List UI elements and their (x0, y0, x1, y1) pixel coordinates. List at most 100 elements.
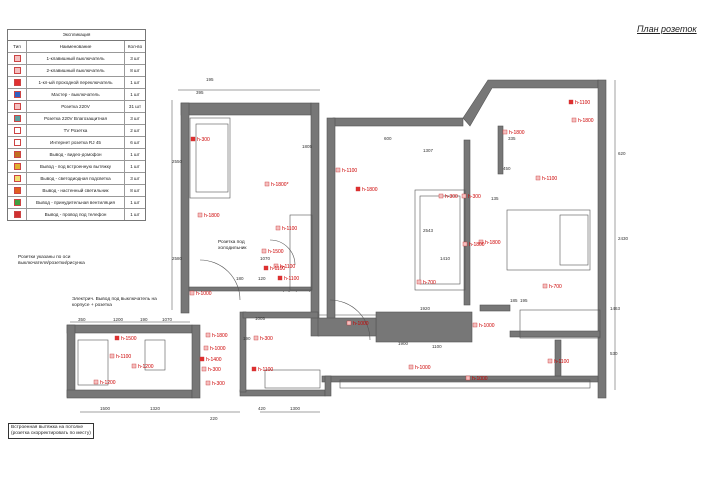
height-label: h-1100 (282, 226, 297, 232)
socket-marker-icon (568, 99, 574, 105)
legend-swatch-icon (13, 187, 21, 194)
dimension-label: 220 (210, 416, 218, 421)
legend-symbol (8, 113, 27, 124)
dimension-label: 2580 (172, 256, 183, 261)
socket-marker-icon (335, 167, 341, 173)
height-label: h-300 (468, 194, 481, 200)
socket-marker-icon (190, 136, 196, 142)
dimension-label: 1500 (100, 406, 111, 411)
legend-name: Мастер - выключатель (27, 89, 125, 100)
height-label: h-1800* (271, 182, 289, 188)
dimension-label: 1005 (255, 316, 266, 321)
height-label: h-1800 (469, 242, 485, 248)
legend-symbol (8, 137, 27, 148)
legend-swatch-icon (13, 115, 21, 122)
dimension-label: 2430 (618, 236, 629, 241)
dimension-label: 530 (610, 351, 618, 356)
dimension-label: 2550 (172, 159, 183, 164)
dimension-label: 185 (510, 298, 518, 303)
socket-marker-icon (189, 290, 195, 296)
socket-marker-icon (438, 193, 444, 199)
dimension-label: 350 (78, 317, 86, 322)
legend-header-row: Тип Наименование Кол-во (8, 41, 145, 53)
socket-marker-icon (273, 263, 279, 269)
legend-qty: 1 шт (130, 152, 140, 157)
height-label: h-1200 (100, 380, 116, 386)
socket-marker-icon (93, 379, 99, 385)
dimension-label: 600 (384, 136, 392, 141)
socket-marker-icon (263, 265, 269, 271)
height-label: h-1100 (542, 176, 557, 182)
height-label: h-300 (208, 367, 221, 373)
walls (66, 79, 607, 399)
dimension-label: 420 (258, 406, 266, 411)
legend-symbol (8, 125, 27, 136)
legend-swatch-icon (13, 55, 21, 62)
dimension-label: 1070 (260, 256, 271, 261)
legend-name: Вывод - настенный светильник (27, 185, 125, 196)
socket-marker-icon (571, 117, 577, 123)
height-label: h-1100 (342, 168, 357, 174)
socket-marker-icon (264, 181, 270, 187)
dimension-label: 1320 (150, 406, 161, 411)
legend-swatch-icon (13, 91, 21, 98)
dimension-label: 450 (503, 166, 511, 171)
dimension-label: 1070 (162, 317, 173, 322)
height-label: h-1800 (362, 187, 378, 193)
socket-marker-icon (478, 239, 484, 245)
legend-swatch-icon (13, 151, 21, 158)
legend-qty: 1 шт (130, 164, 140, 169)
device-markers (93, 99, 577, 386)
legend-name: 1-клавишный выключатель (27, 53, 125, 64)
dimension-label: 1410 (440, 256, 451, 261)
dimension-label: 180 (236, 276, 244, 281)
socket-marker-icon (114, 335, 120, 341)
legend-swatch-icon (13, 67, 21, 74)
legend-symbol (8, 77, 27, 88)
height-label: h-1100 (270, 266, 285, 272)
legend-qty: 3 шт (130, 176, 140, 181)
legend-symbol (8, 89, 27, 100)
socket-marker-icon (535, 175, 541, 181)
height-label: h-1000 (353, 321, 369, 327)
dimension-label: 190 (243, 336, 251, 341)
socket-marker-icon (355, 186, 361, 192)
legend-name: 2-клавишный выключатель (27, 65, 125, 76)
legend-name: Розетка 220V Влагозащитная (27, 113, 125, 124)
height-labels: h-300h-1800h-1100h-1800h-1800*h-1800h-11… (100, 100, 594, 387)
socket-marker-icon (461, 193, 467, 199)
legend-symbol (8, 209, 27, 220)
height-label: h-1200 (138, 364, 154, 370)
legend-col-name: Наименование (27, 41, 125, 52)
dimension-label: 1300 (290, 406, 301, 411)
dimension-label: 135 (491, 196, 499, 201)
legend-qty: 8 шт (130, 188, 140, 193)
socket-marker-icon (277, 275, 283, 281)
height-label: h-1100 (280, 264, 295, 270)
legend-name: TV Розетка (27, 125, 125, 136)
legend-qty: 31 шт (128, 104, 142, 109)
legend-name: 1-кл-ый проходной переключатель (27, 77, 125, 88)
legend-qty: 1 шт (130, 212, 140, 217)
legend-symbol (8, 185, 27, 196)
height-label: h-1100 (554, 359, 569, 365)
socket-marker-icon (199, 356, 205, 362)
dimension-label: 620 (618, 151, 626, 156)
legend-qty: 6 шт (130, 140, 140, 145)
socket-marker-icon (346, 320, 352, 326)
ceiling-note: Встроенная вытяжка на потолке (розетка с… (8, 423, 94, 439)
socket-marker-icon (109, 353, 115, 359)
socket-marker-icon (472, 322, 478, 328)
height-label: h-700 (549, 284, 562, 290)
dimension-lines (70, 80, 616, 413)
legend-col-qty: Кол-во (127, 44, 143, 49)
